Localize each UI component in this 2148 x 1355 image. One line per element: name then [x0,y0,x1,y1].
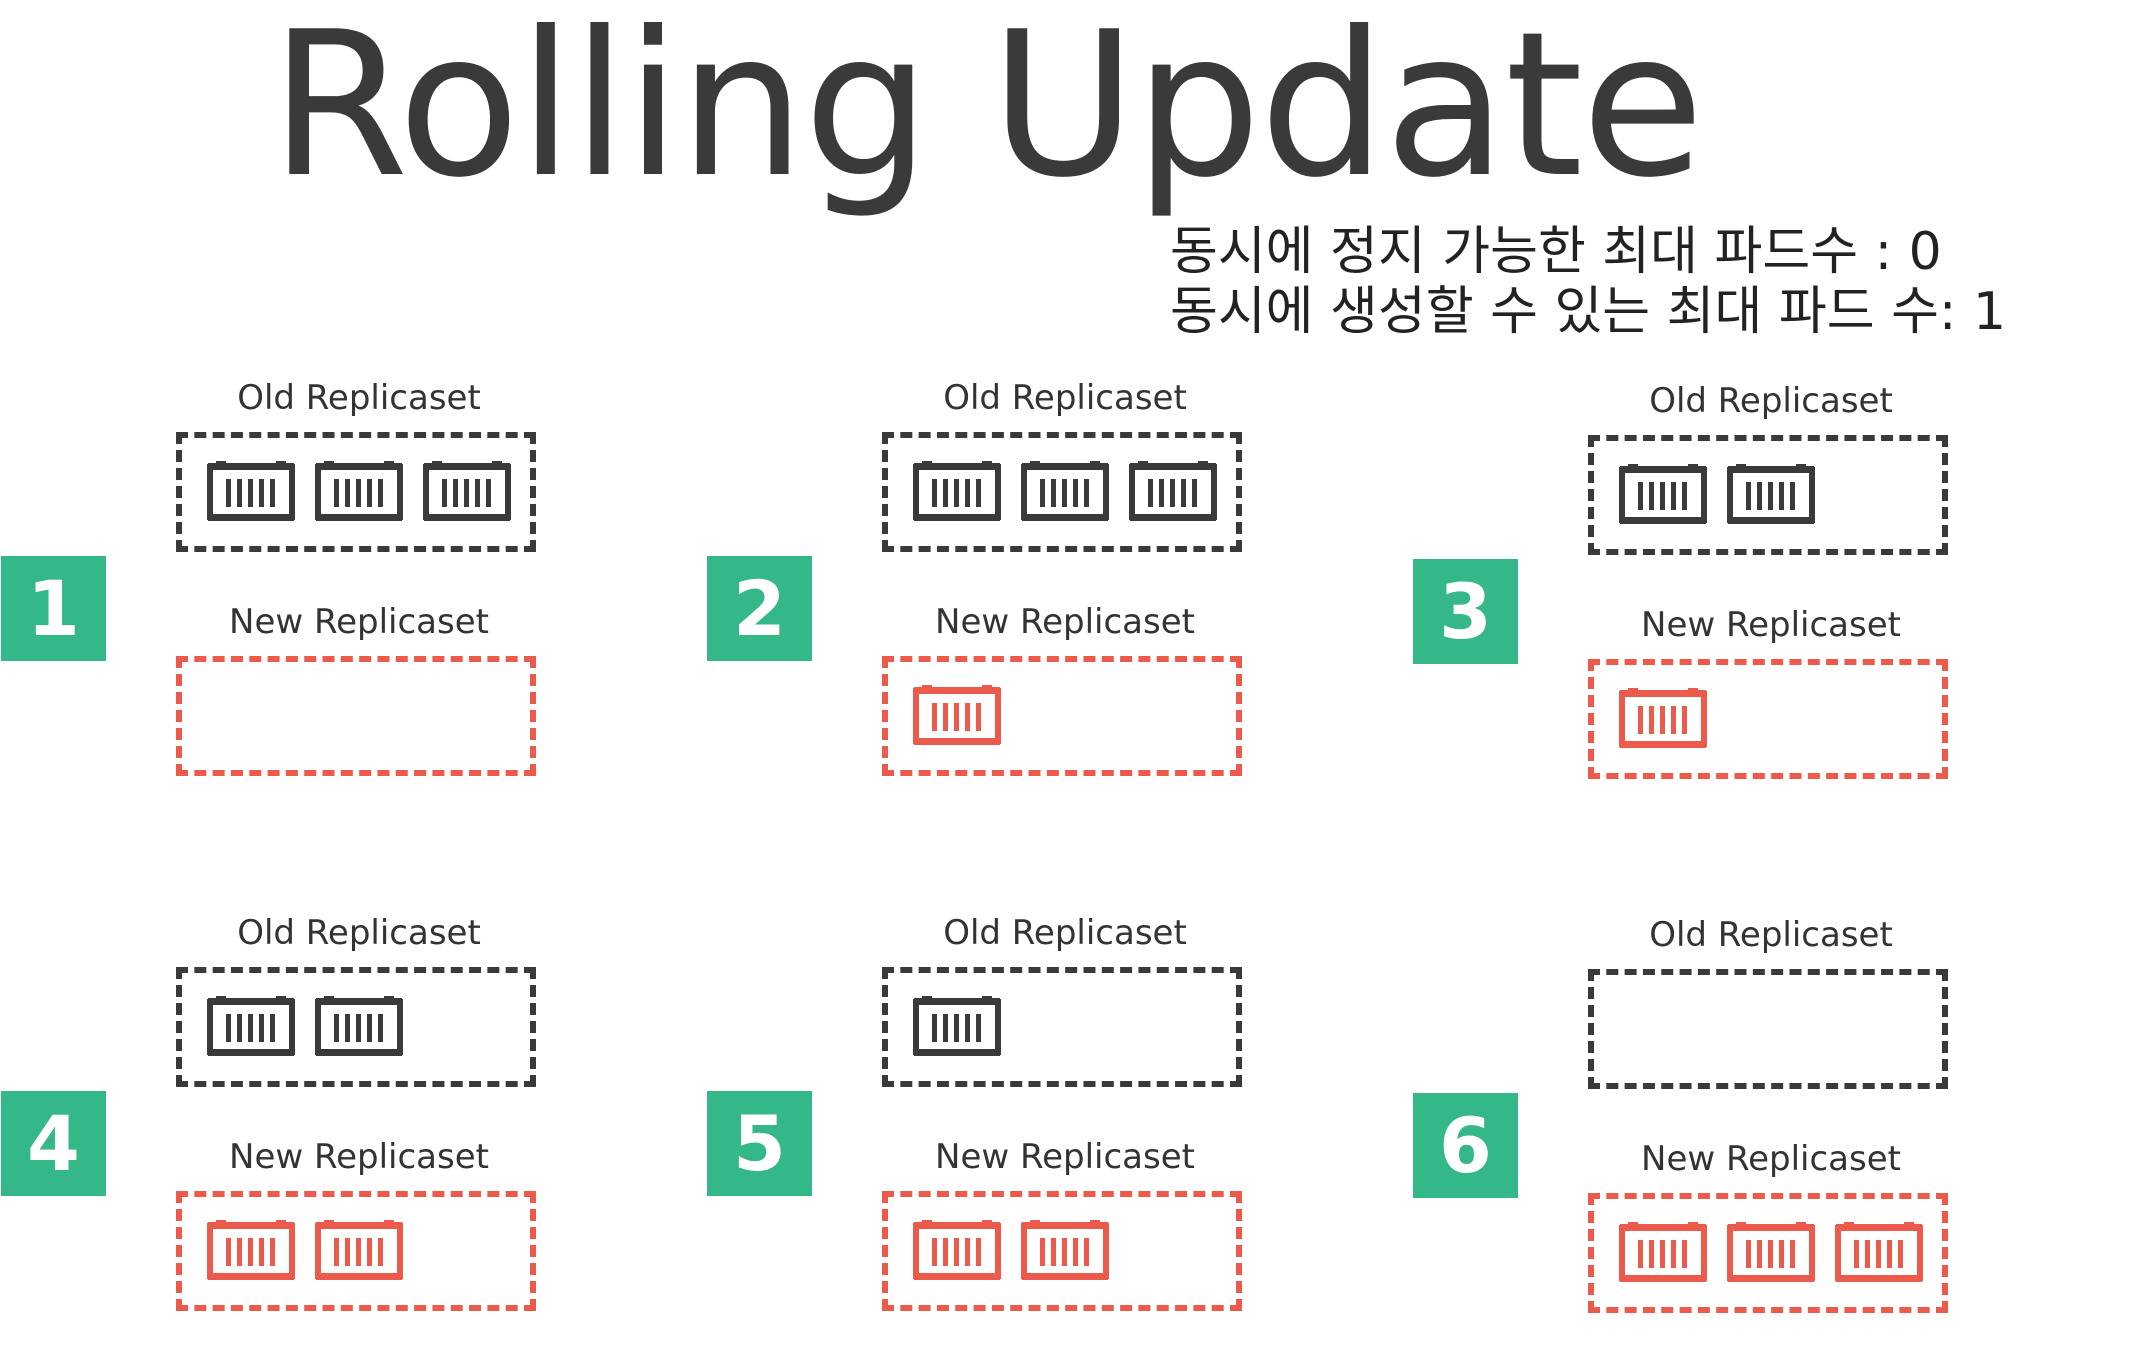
new-replicaset-label: New Replicaset [1641,605,1901,645]
old-replicaset-label: Old Replicaset [1649,915,1893,955]
new-replicaset-box [1588,1193,1948,1313]
container-icon [315,461,403,521]
container-icon [207,461,295,521]
diagram-title: Rolling Update [269,0,1705,222]
new-replicaset-box [1588,659,1948,779]
step-number-badge: 5 [707,1091,812,1196]
container-icon [913,1220,1001,1280]
max-surge-note: 동시에 생성할 수 있는 최대 파드 수: 1 [1170,282,2007,342]
step-4: 4 Old Replicaset New Replicaset [1,913,736,1353]
step-5: 5 Old Replicaset New Replicaset [707,913,1442,1353]
container-icon [913,996,1001,1056]
container-icon [207,996,295,1056]
container-icon [1619,464,1707,524]
step-number-badge: 4 [1,1091,106,1196]
container-icon [423,461,511,521]
new-replicaset-label: New Replicaset [935,1137,1195,1177]
container-icon [1835,1222,1923,1282]
container-icon [315,1220,403,1280]
old-replicaset-box [176,967,536,1087]
step-1: 1 Old Replicaset New Replicaset [1,378,736,818]
container-icon [913,461,1001,521]
old-replicaset-label: Old Replicaset [237,913,481,953]
old-replicaset-box [176,432,536,552]
old-replicaset-box [1588,969,1948,1089]
step-number-badge: 2 [707,556,812,661]
container-icon [1021,1220,1109,1280]
old-replicaset-box [882,967,1242,1087]
step-number-badge: 1 [1,556,106,661]
container-icon [207,1220,295,1280]
container-icon [1129,461,1217,521]
container-icon [1619,688,1707,748]
step-2: 2 Old Replicaset New Replicaset [707,378,1442,818]
new-replicaset-label: New Replicaset [935,602,1195,642]
new-replicaset-label: New Replicaset [1641,1139,1901,1179]
old-replicaset-label: Old Replicaset [943,913,1187,953]
step-3: 3 Old Replicaset New Replicaset [1413,381,2148,821]
old-replicaset-box [882,432,1242,552]
new-replicaset-box [176,1191,536,1311]
old-replicaset-label: Old Replicaset [1649,381,1893,421]
new-replicaset-box [882,656,1242,776]
container-icon [913,685,1001,745]
container-icon [1021,461,1109,521]
rollout-settings: 동시에 정지 가능한 최대 파드수 : 0 동시에 생성할 수 있는 최대 파드… [1170,222,2006,342]
container-icon [1727,1222,1815,1282]
old-replicaset-label: Old Replicaset [237,378,481,418]
new-replicaset-label: New Replicaset [229,1137,489,1177]
step-6: 6 Old Replicaset New Replicaset [1413,915,2148,1355]
step-number-badge: 6 [1413,1093,1518,1198]
old-replicaset-box [1588,435,1948,555]
container-icon [315,996,403,1056]
max-unavailable-note: 동시에 정지 가능한 최대 파드수 : 0 [1170,222,1942,282]
new-replicaset-label: New Replicaset [229,602,489,642]
new-replicaset-box [882,1191,1242,1311]
step-number-badge: 3 [1413,559,1518,664]
old-replicaset-label: Old Replicaset [943,378,1187,418]
container-icon [1619,1222,1707,1282]
container-icon [1727,464,1815,524]
new-replicaset-box [176,656,536,776]
